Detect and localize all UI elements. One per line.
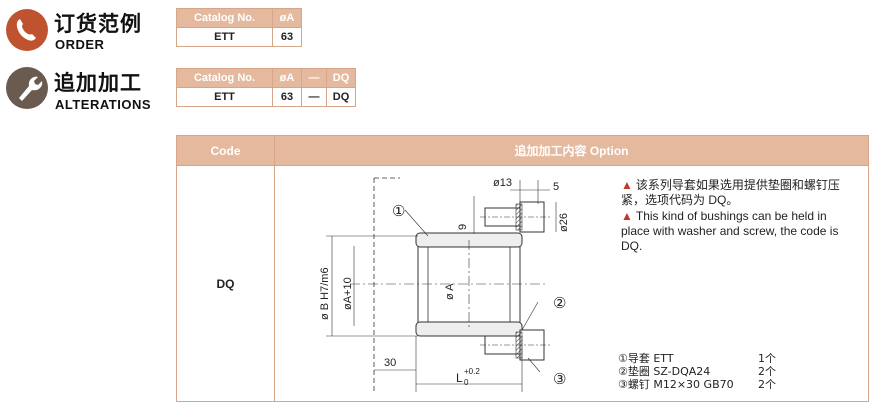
dim-9: 9: [457, 224, 469, 230]
parts-row: ①导套 ETT 1个: [618, 352, 776, 365]
option-header-option: 追加加工内容 Option: [275, 136, 868, 165]
dim-L: L: [456, 371, 463, 385]
order-title-zh: 订货范例: [54, 12, 142, 36]
alt-value-a: 63: [272, 87, 302, 107]
note-zh: ▲该系列导套如果选用提供垫圈和螺钉压紧，选项代码为 DQ。: [621, 178, 840, 207]
alt-value-dash: —: [301, 87, 327, 107]
callout-1: ①: [392, 203, 405, 220]
order-value-a: 63: [272, 27, 302, 47]
order-header-catalog: Catalog No.: [176, 8, 273, 28]
alterations-title-en: ALTERATIONS: [55, 97, 152, 112]
parts-row: ③螺钉 M12×30 GB70 2个: [618, 378, 776, 391]
callout-3: ③: [553, 371, 566, 388]
dim-a: ø A: [444, 283, 456, 300]
note-en: ▲This kind of bushings can be held in pl…: [621, 209, 839, 253]
dim-d13: ø13: [493, 177, 512, 189]
alterations-title-zh: 追加加工: [54, 71, 142, 95]
part-name: ③螺钉 M12×30 GB70: [618, 378, 734, 391]
part-qty: 2个: [758, 378, 776, 391]
option-table: Code 追加加工内容 Option DQ: [176, 135, 869, 402]
bushing-drawing: ø13 5 9 ø26 ø B H7/m6 øA+10 ø A 30 L +0.…: [319, 177, 570, 392]
order-value-catalog: ETT: [176, 27, 273, 47]
alt-value-dq: DQ: [326, 87, 356, 107]
dim-d26: ø26: [558, 213, 570, 232]
option-divider-horizontal: [177, 165, 868, 166]
alt-header-catalog: Catalog No.: [176, 68, 273, 88]
option-divider-vertical: [274, 136, 275, 401]
dim-5: 5: [553, 181, 559, 193]
part-name: ②垫圈 SZ-DQA24: [618, 365, 711, 378]
part-name: ①导套 ETT: [618, 352, 674, 365]
phone-icon: [6, 9, 48, 51]
parts-list: ①导套 ETT 1个 ②垫圈 SZ-DQA24 2个 ③螺钉 M12×30 GB…: [618, 352, 776, 391]
dim-bore: ø B H7/m6: [319, 267, 331, 320]
warning-icon: ▲: [621, 209, 633, 223]
alt-value-catalog: ETT: [176, 87, 273, 107]
warning-icon: ▲: [621, 178, 633, 192]
dim-a10: øA+10: [342, 277, 354, 310]
part-qty: 2个: [758, 365, 776, 378]
alt-header-dash: —: [301, 68, 327, 88]
callout-2: ②: [553, 295, 566, 312]
dim-tol-lower: 0: [464, 378, 469, 387]
wrench-icon: [6, 67, 48, 109]
option-code-value: DQ: [216, 276, 235, 291]
order-header-a: øA: [272, 8, 302, 28]
dim-30: 30: [384, 357, 396, 369]
alt-header-a: øA: [272, 68, 302, 88]
part-qty: 1个: [758, 352, 776, 365]
alterations-table: Catalog No. øA — DQ ETT 63 — DQ: [176, 68, 356, 107]
dim-tol-upper: +0.2: [464, 367, 480, 376]
parts-row: ②垫圈 SZ-DQA24 2个: [618, 365, 776, 378]
option-header-code: Code: [177, 136, 274, 165]
alt-header-dq: DQ: [326, 68, 356, 88]
order-title-en: ORDER: [55, 37, 105, 52]
order-table: Catalog No. øA ETT 63: [176, 8, 302, 47]
